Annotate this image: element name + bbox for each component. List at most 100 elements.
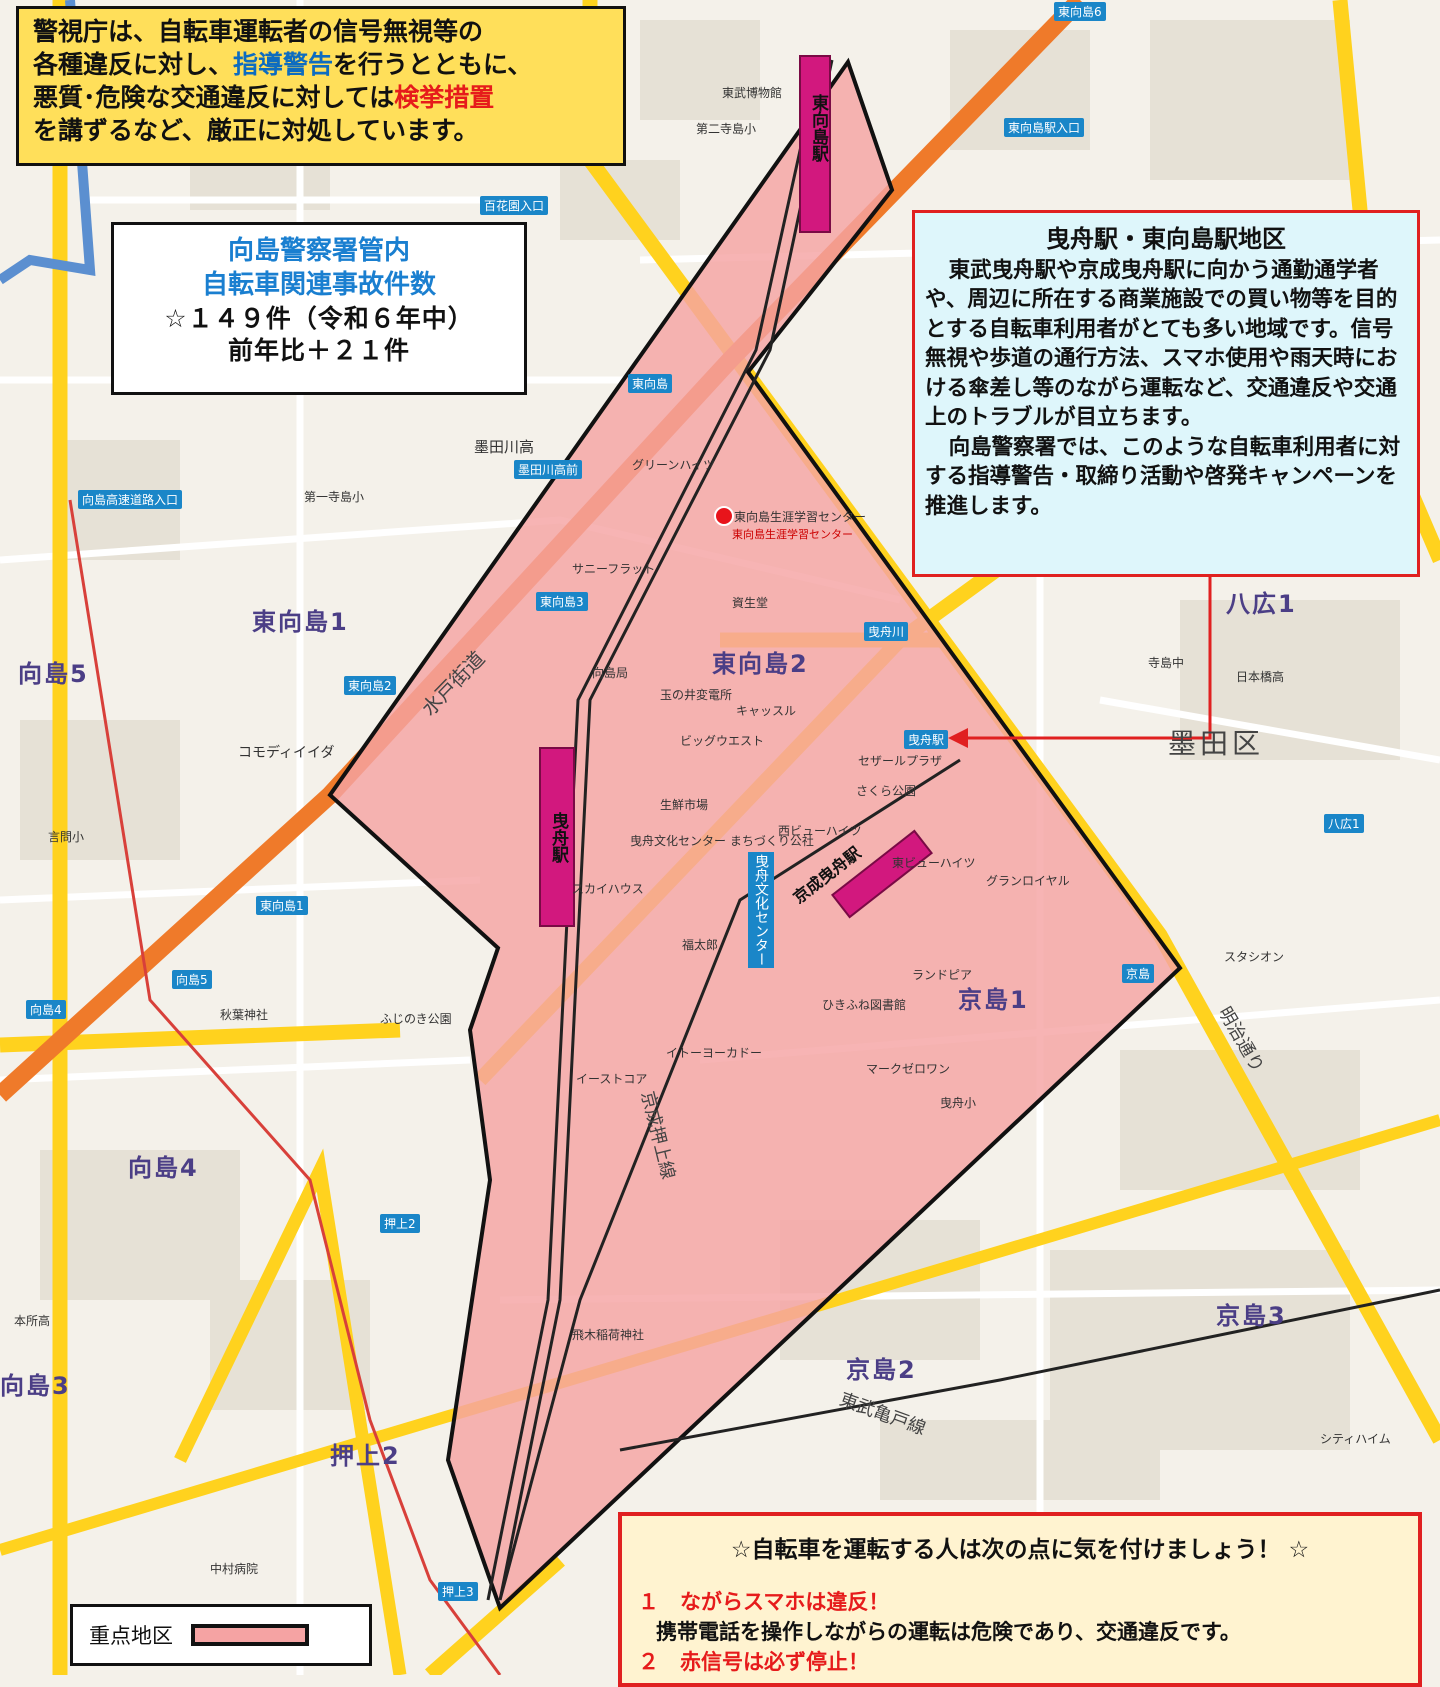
building-label: イトーヨーカドー	[666, 1046, 763, 1060]
building-label: ふじのき公園	[380, 1012, 452, 1026]
area-description-box: 曳舟駅・東向島駅地区 東武曳舟駅や京成曳舟駅に向かう通勤通学者や、周辺に所在する…	[912, 210, 1420, 577]
road-tag-mukojima4: 向島4	[26, 1000, 66, 1019]
building-label: グリーンハイツ	[632, 458, 716, 472]
road-tag-expressway-entrance: 向島高速道路入口	[78, 490, 183, 509]
ward-label: 墨田区	[1168, 727, 1265, 760]
marker-label: 東向島生涯学習センター	[732, 528, 853, 541]
road-tag-oshiage2: 押上2	[380, 1214, 420, 1233]
intro-notice-box: 警視庁は、自転車運転者の信号無視等の 各種違反に対し、指導警告を行うとともに、 …	[16, 6, 626, 166]
area-paragraph-1: 東武曳舟駅や京成曳舟駅に向かう通勤通学者や、周辺に所在する商業施設での買い物等を…	[925, 258, 1398, 431]
stats-title-line-1: 向島警察署管内	[227, 236, 410, 266]
building-label: 言問小	[48, 830, 85, 844]
intro-line-2: 各種違反に対し、指導警告を行うとともに、	[33, 48, 609, 81]
railways	[486, 59, 1440, 1601]
building-label: 福太郎	[682, 938, 719, 952]
building-label: 東向島生涯学習センター	[734, 510, 867, 524]
road-tag-yahiro1: 八広1	[1324, 814, 1364, 833]
road-tag-mukojima5: 向島5	[172, 970, 212, 989]
district-label-mukojima4: 向島4	[128, 1154, 199, 1182]
building-label: 第一寺島小	[304, 490, 365, 504]
building-label: 生鮮市場	[660, 798, 709, 812]
building-label: グランロイヤル	[986, 874, 1070, 888]
building-label: サニーフラット	[572, 562, 656, 576]
building-label: 西ビューハイツ	[778, 824, 862, 838]
enforcement-text: 検挙措置	[394, 83, 495, 112]
building-label: ビッグウエスト	[680, 734, 765, 748]
map-legend: 重点地区	[70, 1604, 372, 1666]
callout-arrowhead	[948, 728, 968, 748]
area-paragraph-2: 向島警察署では、このような自転車利用者に対する指導警告・取締り活動や啓発キャンペ…	[925, 434, 1401, 519]
road-tag-higashimukojima: 東向島	[628, 374, 673, 393]
building-label: 玉の井変電所	[660, 688, 733, 702]
road-name-bunka-center: 曳舟文化センター	[748, 852, 774, 968]
district-label-mukojima5: 向島5	[18, 660, 89, 688]
building-label: マークゼロワン	[866, 1062, 951, 1076]
district-label-kyojima1: 京島1	[958, 986, 1029, 1014]
road-tag-hikifunegawa: 曳舟川	[864, 622, 909, 641]
building-label: さくら公園	[856, 784, 917, 798]
tip-1-description: 携帯電話を操作しながらの運転は危険であり、交通違反です。	[656, 1620, 1241, 1644]
district-label-mukojima3: 向島3	[0, 1372, 71, 1400]
tip-2-title: ２ 赤信号は必ず停止！	[638, 1650, 869, 1674]
station-label-higashimukojima: 東向島駅	[808, 94, 828, 162]
guidance-warning-text: 指導警告	[233, 50, 334, 79]
tips-heading: ☆自転車を運転する人は次の点に気を付けましょう！ ☆	[730, 1537, 1310, 1563]
district-label-higashimukojima2: 東向島2	[712, 650, 809, 678]
building-label: コモディイイダ	[238, 745, 335, 761]
intro-line-4: を講ずるなど、厳正に対処しています。	[33, 116, 479, 145]
callout-arrow-line	[960, 577, 1212, 740]
accident-stats-box: 向島警察署管内 自転車関連事故件数 ☆１４９件（令和６年中） 前年比＋２１件	[111, 222, 527, 395]
intro-text: を行うとともに、	[333, 50, 533, 79]
station-label-hikifune: 曳舟駅	[548, 812, 568, 863]
building-label: 資生堂	[732, 596, 769, 610]
higashi-mukojima-station[interactable]	[799, 55, 831, 233]
road-tag-sumidagawa-koko: 墨田川高前	[514, 460, 583, 479]
building-label: 飛木稲荷神社	[572, 1328, 645, 1342]
safety-tips-box: ☆自転車を運転する人は次の点に気を付けましょう！ ☆ １ ながらスマホは違反！ …	[618, 1512, 1422, 1687]
building-label: 曳舟文化センター まちづくり公社	[630, 834, 814, 848]
road-tag-hyakkaen: 百花園入口	[480, 196, 549, 215]
road-tag-oshiage3: 押上3	[438, 1582, 478, 1601]
building-label: セザールプラザ	[858, 754, 943, 768]
legend-swatch	[191, 1624, 309, 1646]
building-label: 秋葉神社	[220, 1008, 269, 1022]
building-label: ランドピア	[912, 968, 973, 982]
building-label: 墨田川高	[474, 438, 535, 456]
road-tag-higashimukojima1: 東向島1	[256, 896, 308, 915]
road-tag-higashimukojima2: 東向島2	[344, 676, 396, 695]
district-label-higashimukojima1: 東向島1	[252, 608, 349, 636]
tip-1-title: １ ながらスマホは違反！	[638, 1590, 890, 1614]
building-label: 向島局	[592, 666, 629, 680]
building-label: 中村病院	[210, 1562, 259, 1576]
road-tag-higashimukojima3: 東向島3	[536, 592, 588, 611]
sakurabashi-road	[174, 1148, 407, 1675]
stats-title-line-2: 自転車関連事故件数	[201, 269, 436, 300]
building-label: シティハイム	[1320, 1432, 1391, 1446]
building-label: 本所高	[14, 1314, 51, 1328]
building-label: 第二寺島小	[696, 122, 757, 136]
building-label: 寺島中	[1148, 656, 1185, 670]
stats-change: 前年比＋２１件	[227, 336, 410, 366]
building-label: 曳舟小	[940, 1096, 977, 1110]
road-tag-kyojima: 京島	[1122, 964, 1155, 983]
stats-count: ☆１４９件（令和６年中）	[164, 303, 474, 333]
center-marker[interactable]	[714, 506, 734, 526]
hikifune-station[interactable]	[539, 747, 575, 927]
intro-line-3: 悪質･危険な交通違反に対しては検挙措置	[33, 81, 609, 114]
building-label: ひきふね図書館	[822, 998, 907, 1012]
building-label: キャッスル	[736, 704, 797, 718]
building-label: 東ビューハイツ	[892, 856, 976, 870]
area-heading: 曳舟駅・東向島駅地区	[1046, 225, 1286, 253]
intro-text: 悪質･危険な交通違反に対しては	[33, 83, 395, 112]
intro-line-1: 警視庁は、自転車運転者の信号無視等の	[33, 17, 484, 46]
district-label-yahiro1: 八広1	[1226, 590, 1297, 618]
legend-label: 重点地区	[89, 1624, 173, 1648]
focus-zone[interactable]	[327, 57, 1183, 1612]
keisei-hikifune-station[interactable]	[831, 829, 933, 919]
building-label: イーストコア	[576, 1072, 648, 1086]
building-label: 日本橋高	[1236, 670, 1285, 684]
road-tag-higashimukojima6: 東向島6	[1054, 2, 1106, 21]
district-label-oshiage2: 押上2	[330, 1442, 401, 1470]
road-tag-higashimukojima-eki-iriguchi: 東向島駅入口	[1004, 118, 1085, 137]
building-label: 東武博物館	[722, 86, 783, 100]
